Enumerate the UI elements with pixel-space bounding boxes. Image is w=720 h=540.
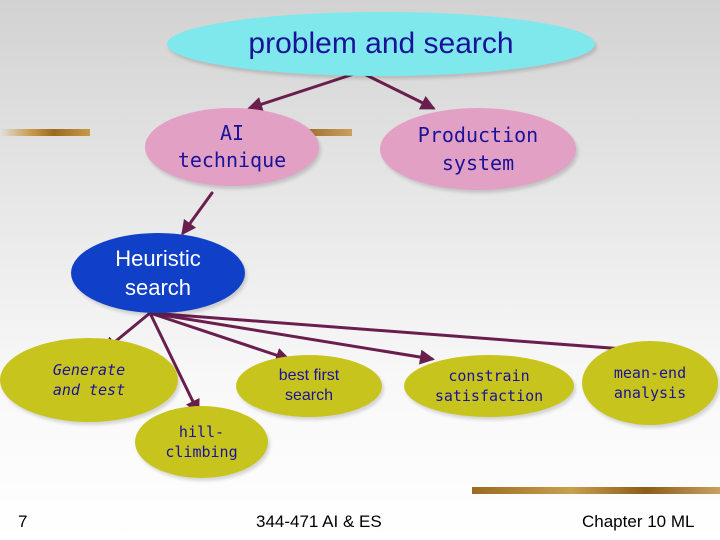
arrow-root-to-production-system	[358, 70, 436, 110]
node-ai-technique: AI technique	[145, 108, 319, 186]
node-best-first-search: best first search	[236, 355, 382, 417]
node-label: AI technique	[177, 121, 287, 172]
node-label: Production system	[417, 123, 539, 175]
decorative-bar-bottom	[472, 487, 720, 494]
node-generate-and-test: Generate and test	[0, 338, 178, 422]
node-label: Generate and test	[52, 361, 126, 399]
node-production-system: Production system	[380, 108, 576, 190]
arrow-heuristic-to-mean-end-analysis	[148, 311, 653, 358]
slide-number: 7	[18, 512, 28, 531]
node-label: mean-end analysis	[613, 364, 687, 402]
arrow-ai-technique-to-heuristic-search	[181, 191, 214, 236]
node-mean-end-analysis: mean-end analysis	[582, 341, 718, 425]
course-title: 344-471 AI & ES	[256, 512, 382, 531]
node-label: constrain satisfaction	[434, 367, 544, 405]
arrow-heuristic-to-constrain-satisfaction	[148, 311, 435, 365]
arrow-heuristic-to-best-first-search	[148, 311, 291, 363]
node-label: Heuristic search	[115, 246, 201, 300]
node-constrain-satisfaction: constrain satisfaction	[404, 355, 574, 417]
node-hill-climbing: hill- climbing	[135, 406, 268, 478]
node-label: best first search	[278, 367, 340, 404]
chapter-label: Chapter 10 ML	[582, 512, 695, 531]
node-problem-and-search: problem and search	[167, 12, 595, 76]
arrow-heuristic-to-hill-climbing	[148, 311, 200, 415]
decorative-bar-middle	[300, 129, 352, 136]
node-heuristic-search: Heuristic search	[71, 233, 245, 313]
node-label: hill- climbing	[165, 423, 238, 461]
arrow-root-to-ai-technique	[247, 70, 362, 112]
decorative-bar-left	[0, 129, 90, 136]
node-label: problem and search	[248, 27, 514, 60]
